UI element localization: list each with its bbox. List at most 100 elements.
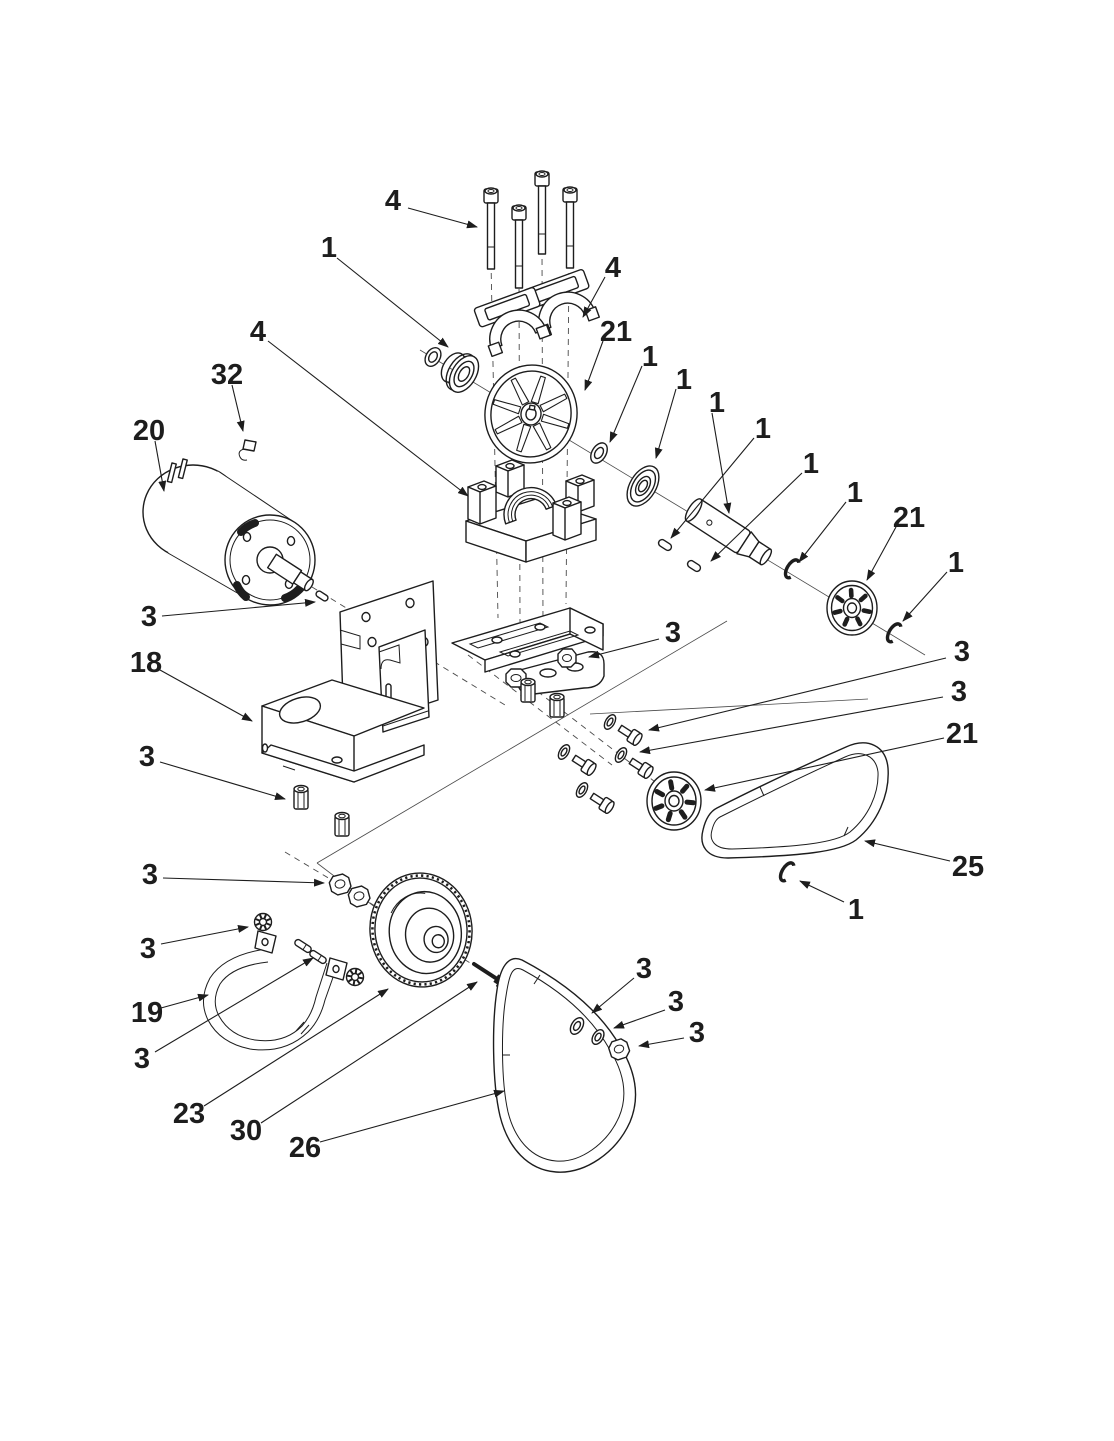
callout-label-large-v-belt: 26: [289, 1132, 321, 1164]
callout-leader-tension-rod: [260, 981, 478, 1124]
callout-label-star-washer: 3: [140, 933, 156, 965]
callout-layer: 4142111432201111211318333213251331932330…: [130, 185, 984, 1164]
star-washer: [253, 912, 273, 932]
callout-leader-flat-washer: [639, 696, 944, 755]
hex-nut: [328, 873, 352, 896]
clamp-post: [467, 480, 497, 525]
callout-label-flat-washer: 3: [668, 986, 684, 1018]
clamp-post: [495, 459, 525, 498]
callout-leader-hex-nuts: [162, 877, 325, 887]
callout-leader-hex-nut: [588, 638, 660, 659]
callout-label-spoked-pulley: 21: [600, 316, 632, 348]
callout-leader-shaft-key: [670, 437, 755, 539]
ball-bearing: [626, 465, 660, 507]
callout-label-washer: 1: [321, 232, 337, 264]
callout-leader-flat-washer: [613, 1009, 666, 1029]
callout-label-dowel-pins: 3: [134, 1043, 150, 1075]
callout-label-hex-nut: 3: [665, 617, 681, 649]
callout-leader-retaining-ring: [799, 880, 845, 903]
callout-leader-washer: [336, 257, 449, 348]
callout-leader-ball-bearing: [654, 388, 677, 459]
sprocket-pulley: [646, 771, 702, 831]
small-pulley: [826, 580, 878, 636]
clamp-post: [552, 496, 582, 541]
callout-label-flat-washer: 3: [636, 953, 652, 985]
callout-label-sprocket-pulley: 21: [946, 718, 978, 750]
shaft-key: [657, 538, 673, 552]
motor-shaft: [266, 553, 314, 592]
dowel-pin: [294, 938, 312, 954]
motor-shaft-key: [315, 590, 329, 602]
callout-label-bearing-clamp-caps: 4: [605, 252, 621, 284]
spacer: [549, 692, 565, 718]
callout-label-jack-shaft: 1: [709, 387, 725, 419]
retaining-ring: [778, 861, 796, 883]
callout-leader-retaining-ring: [902, 571, 948, 622]
callout-leader-washer: [609, 365, 643, 443]
callout-leader-small-pulley: [866, 526, 897, 581]
washer: [424, 347, 442, 367]
spacer: [334, 811, 350, 837]
flat-washer: [591, 1028, 605, 1046]
hex-nut: [347, 885, 371, 908]
spacer: [520, 677, 536, 703]
callout-label-motor-shaft-key: 3: [141, 601, 157, 633]
callout-label-small-pulley: 21: [893, 502, 925, 534]
motor-terminals: [166, 458, 188, 484]
callout-leader-cap-screws: [407, 207, 478, 229]
shaft-key: [686, 559, 702, 573]
callout-leader-star-washer: [160, 924, 249, 945]
callout-leader-transmission-pulley: [203, 988, 389, 1107]
callout-label-retaining-clip: 32: [211, 359, 243, 391]
callout-label-motor: 20: [133, 415, 165, 447]
callout-leader-shaft-key: [710, 472, 803, 562]
callout-leader-motor: [154, 440, 167, 492]
retaining-ring: [783, 558, 801, 580]
callout-leader-large-v-belt: [319, 1089, 505, 1143]
large-v-belt: [492, 957, 637, 1173]
callout-leader-hex-bolt: [648, 657, 947, 732]
small-v-belt: [701, 742, 889, 859]
callout-leader-mount-bracket: [159, 669, 253, 722]
cap-screws: [483, 170, 578, 289]
callout-leader-retaining-ring: [798, 501, 847, 563]
mount-bracket: [261, 679, 425, 783]
callout-leader-flat-washer: [591, 977, 635, 1014]
callout-label-bearing-clamp-base: 4: [250, 316, 266, 348]
callout-label-flat-washer: 3: [951, 676, 967, 708]
callout-leader-sprocket-pulley: [704, 737, 945, 792]
callout-leader-bearing-clamp-base: [267, 340, 469, 497]
transmission-pulley: [369, 872, 473, 988]
spoked-pulley: [484, 364, 578, 464]
flat-washer: [569, 1017, 585, 1035]
base-plate: [451, 607, 604, 673]
callout-label-shaft-key: 1: [803, 448, 819, 480]
callout-label-hex-bolt: 3: [954, 636, 970, 668]
spacer: [293, 784, 309, 810]
bearing-clamp-base: [465, 459, 597, 563]
callout-leader-jack-shaft: [711, 412, 732, 514]
callout-label-shaft-key: 1: [755, 413, 771, 445]
retaining-clip: [238, 439, 257, 461]
callout-label-retaining-ring: 1: [847, 477, 863, 509]
callout-leader-spoked-pulley: [584, 340, 604, 391]
callout-leader-motor-shaft-key: [161, 598, 316, 617]
callout-label-retaining-ring: 1: [948, 547, 964, 579]
callout-leader-hex-nut: [638, 1037, 685, 1049]
washer: [590, 442, 608, 464]
callout-leader-small-v-belt: [864, 839, 951, 862]
callout-leader-retaining-clip: [231, 384, 245, 432]
callout-label-ball-bearing: 1: [676, 364, 692, 396]
callout-label-small-v-belt: 25: [952, 851, 984, 883]
retaining-ring: [885, 622, 903, 644]
clamp-post: [565, 474, 595, 513]
callout-label-hex-nuts: 3: [142, 859, 158, 891]
callout-label-washer: 1: [642, 341, 658, 373]
plate-hex-nut: [557, 648, 577, 668]
callout-label-tension-rod: 30: [230, 1115, 262, 1147]
callout-label-cap-screws: 4: [385, 185, 401, 217]
star-washer: [345, 967, 365, 987]
callout-leader-belt-guard: [160, 993, 209, 1009]
